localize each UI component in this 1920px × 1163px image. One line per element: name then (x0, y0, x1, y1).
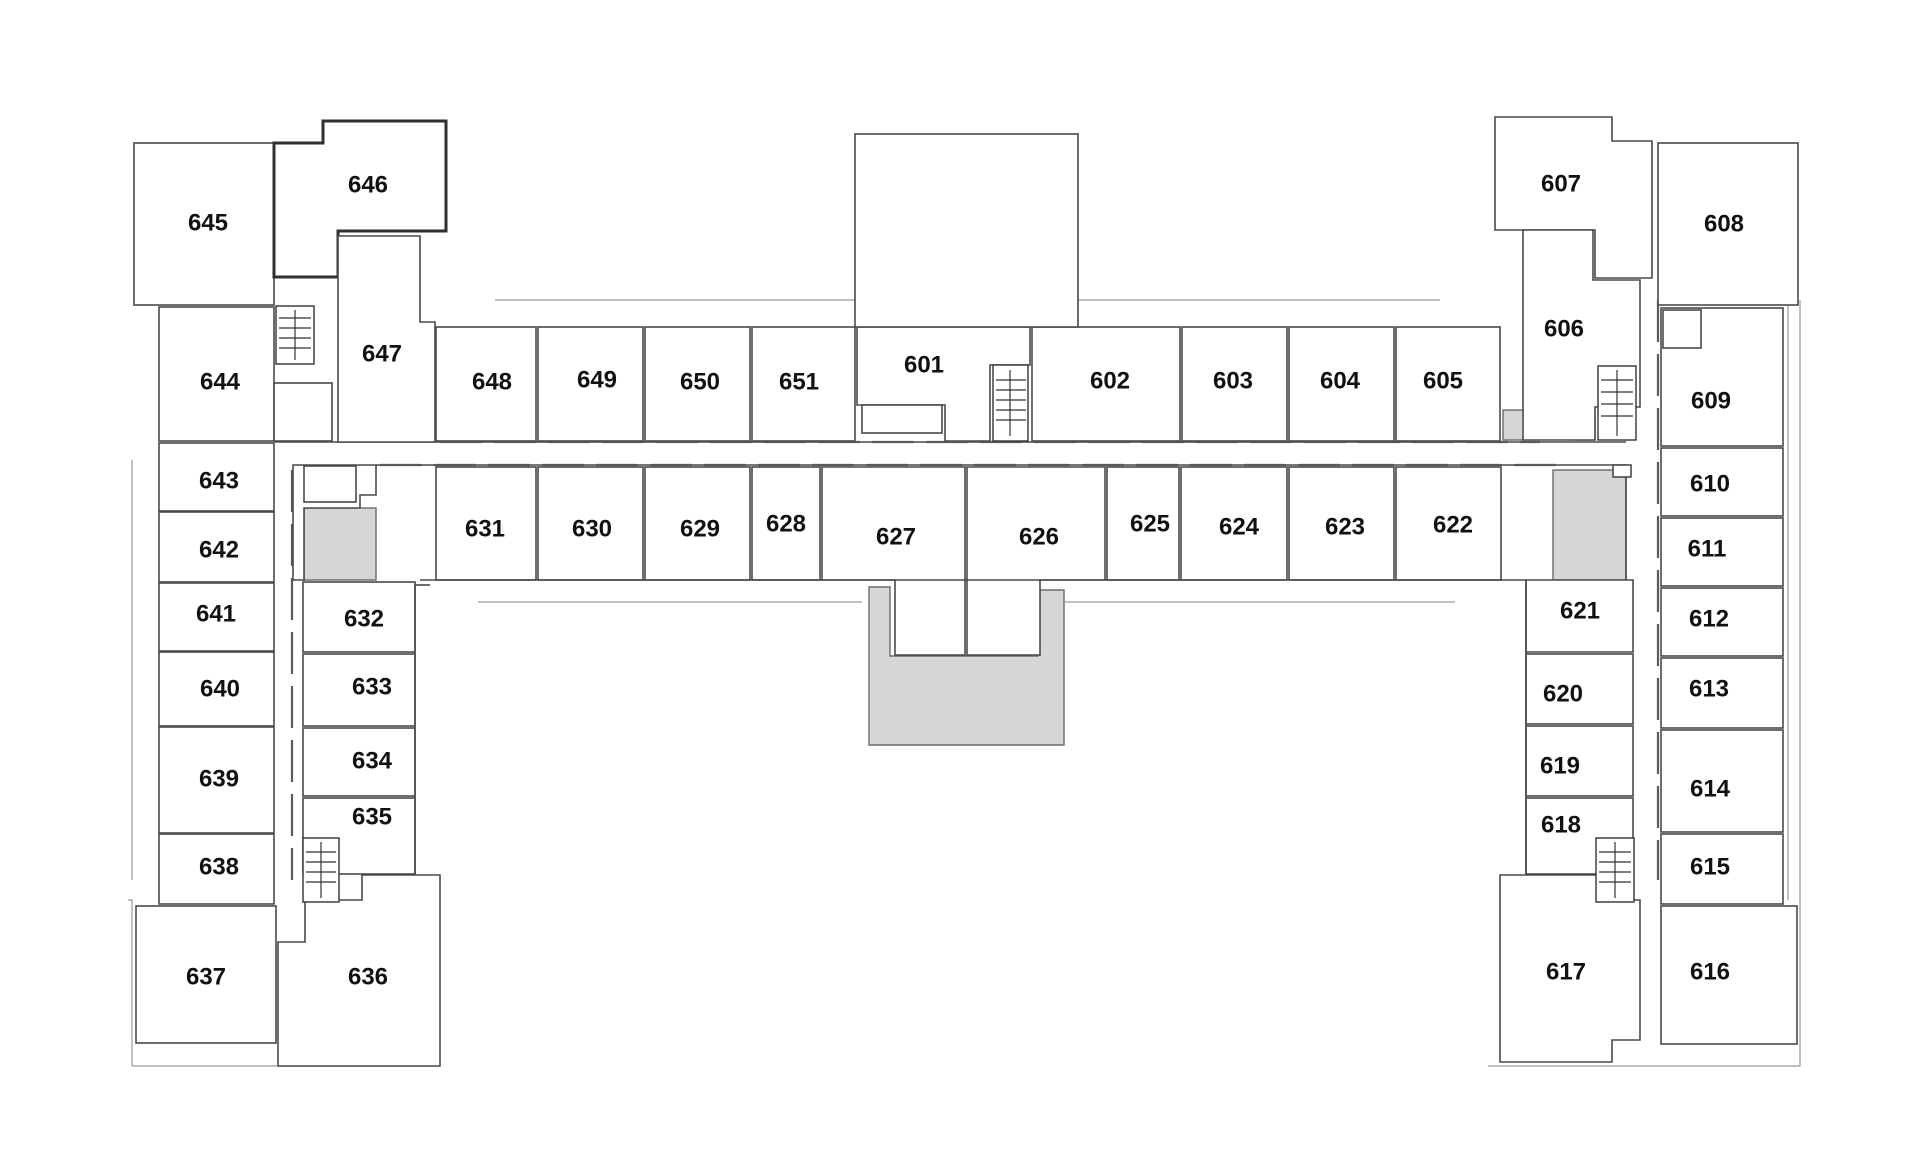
room-614: 614 (1690, 775, 1731, 802)
room-638: 638 (199, 853, 239, 880)
left-wing (133, 119, 448, 1067)
room-613: 613 (1689, 675, 1729, 702)
shaded-right-core (1552, 469, 1627, 581)
room-631: 631 (465, 515, 505, 542)
room-646: 646 (348, 171, 388, 198)
room-615: 615 (1690, 853, 1730, 880)
room-633: 633 (352, 673, 392, 700)
room-625: 625 (1130, 510, 1170, 537)
room-620: 620 (1543, 680, 1583, 707)
room-609: 609 (1691, 387, 1731, 414)
room-635: 635 (352, 803, 392, 830)
room-628: 628 (766, 510, 806, 537)
room-601: 601 (904, 351, 944, 378)
right-wing (1494, 116, 1799, 1063)
room-632: 632 (344, 605, 384, 632)
room-607: 607 (1541, 170, 1581, 197)
room-616: 616 (1690, 958, 1730, 985)
room-634: 634 (352, 747, 393, 774)
room-labels: 601 602 603 604 605 606 607 608 609 610 … (186, 170, 1744, 990)
room-602: 602 (1090, 367, 1130, 394)
room-606: 606 (1544, 315, 1584, 342)
top-row (435, 133, 1501, 442)
shaded-right-small-1 (1502, 409, 1526, 441)
room-650: 650 (680, 368, 720, 395)
room-624: 624 (1219, 513, 1260, 540)
room-617: 617 (1546, 958, 1586, 985)
room-619: 619 (1540, 752, 1580, 779)
room-612: 612 (1689, 605, 1729, 632)
stair-right-bottom (1595, 837, 1635, 903)
room-651: 651 (779, 368, 819, 395)
room-608: 608 (1704, 210, 1744, 237)
room-641: 641 (196, 600, 236, 627)
room-643: 643 (199, 467, 239, 494)
room-636: 636 (348, 963, 388, 990)
room-648: 648 (472, 368, 512, 395)
room-645: 645 (188, 209, 228, 236)
room-640: 640 (200, 675, 240, 702)
room-642: 642 (199, 536, 239, 563)
room-618: 618 (1541, 811, 1581, 838)
room-630: 630 (572, 515, 612, 542)
room-629: 629 (680, 515, 720, 542)
room-610: 610 (1690, 470, 1730, 497)
room-605: 605 (1423, 367, 1463, 394)
stairwells (275, 305, 1637, 903)
room-644: 644 (200, 368, 241, 395)
room-622: 622 (1433, 511, 1473, 538)
room-627: 627 (876, 523, 916, 550)
room-611: 611 (1688, 535, 1727, 562)
room-626: 626 (1019, 523, 1059, 550)
room-649: 649 (577, 366, 617, 393)
room-603: 603 (1213, 367, 1253, 394)
stair-right-top (1597, 365, 1637, 441)
room-647: 647 (362, 340, 402, 367)
stair-left-top (275, 305, 315, 365)
room-639: 639 (199, 765, 239, 792)
exterior-outline (128, 299, 1801, 1067)
room-637: 637 (186, 963, 226, 990)
stair-left-bottom (302, 837, 340, 903)
room-623: 623 (1325, 513, 1365, 540)
shaded-left-core (303, 507, 377, 581)
room-621: 621 (1560, 597, 1600, 624)
corridor-walls (275, 300, 1660, 880)
room-604: 604 (1320, 367, 1361, 394)
bottom-row (420, 466, 1502, 656)
